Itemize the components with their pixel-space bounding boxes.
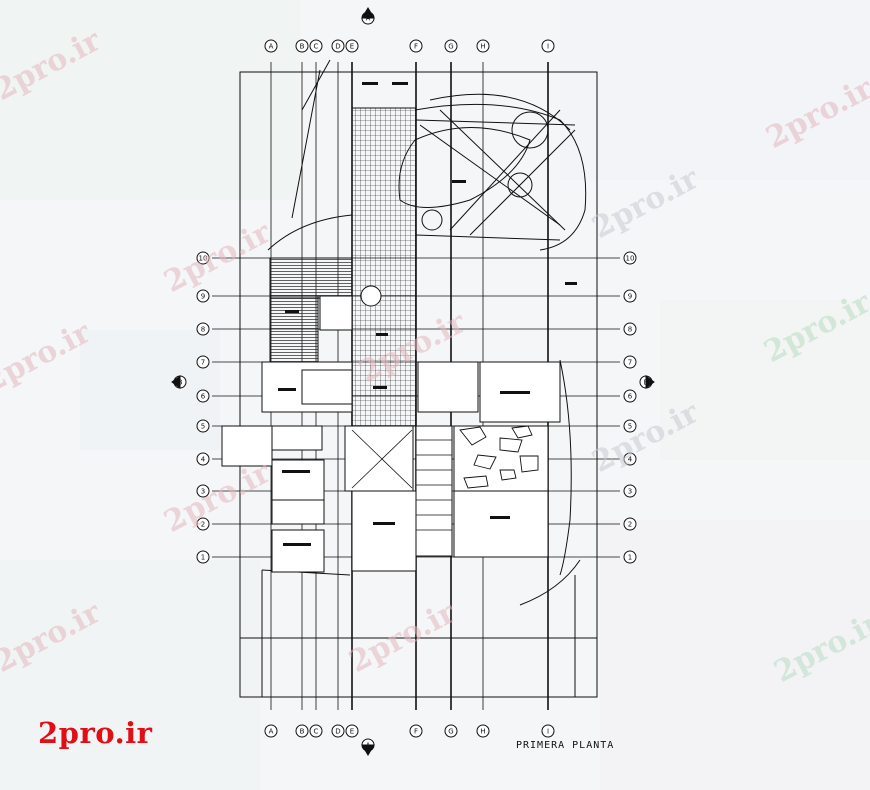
row-label-right: 6 bbox=[628, 393, 633, 401]
column-label-bottom: E bbox=[350, 728, 354, 736]
column-label-bottom: C bbox=[314, 728, 319, 736]
column-label-top: D bbox=[335, 43, 340, 51]
column-label-top: A bbox=[269, 43, 274, 51]
garden-stones bbox=[459, 425, 539, 489]
column-markers-bottom bbox=[264, 724, 555, 738]
upper-curved-structure bbox=[267, 59, 587, 251]
column-label-top: E bbox=[350, 43, 354, 51]
stair-block-lower bbox=[269, 295, 319, 363]
row-label-left: 5 bbox=[201, 423, 205, 431]
row-label-left: 6 bbox=[201, 393, 206, 401]
stair-block-upper bbox=[269, 257, 353, 299]
row-label-right: 1 bbox=[628, 554, 632, 562]
row-label-right: 8 bbox=[628, 326, 632, 334]
column-label-top: H bbox=[480, 43, 485, 51]
section-marker-b-right bbox=[639, 375, 655, 389]
column-label-top: I bbox=[547, 43, 549, 51]
central-hatched-core bbox=[351, 107, 417, 427]
column-label-top: C bbox=[314, 43, 319, 51]
row-label-left: 7 bbox=[201, 359, 205, 367]
column-label-bottom: I bbox=[547, 728, 549, 736]
row-markers-right bbox=[623, 251, 637, 564]
column-label-bottom: D bbox=[335, 728, 340, 736]
column-label-top: F bbox=[414, 43, 418, 51]
row-label-left: 9 bbox=[201, 293, 205, 301]
row-label-left: 2 bbox=[201, 521, 205, 529]
section-marker-a-bottom bbox=[361, 738, 375, 756]
row-label-left: 3 bbox=[201, 488, 205, 496]
column-label-bottom: A bbox=[269, 728, 274, 736]
void-cross bbox=[351, 429, 413, 489]
stair-treads bbox=[416, 439, 452, 531]
column-label-bottom: F bbox=[414, 728, 418, 736]
row-label-right: 2 bbox=[628, 521, 632, 529]
section-label-a: A bbox=[366, 742, 371, 750]
row-label-right: 7 bbox=[628, 359, 632, 367]
column-label-top: B bbox=[300, 43, 305, 51]
row-label-right: 5 bbox=[628, 423, 632, 431]
row-label-left: 4 bbox=[201, 456, 206, 464]
column-label-bottom: B bbox=[300, 728, 305, 736]
row-markers-left bbox=[196, 251, 210, 564]
row-label-right: 4 bbox=[628, 456, 633, 464]
core-opening bbox=[360, 285, 382, 307]
site-logo: 2pro.ir bbox=[38, 716, 153, 750]
column-label-bottom: G bbox=[448, 728, 453, 736]
section-marker-b-left bbox=[171, 375, 187, 389]
column-label-bottom: H bbox=[480, 728, 485, 736]
row-label-left: 8 bbox=[201, 326, 205, 334]
section-marker-a-top bbox=[361, 7, 375, 25]
section-label-b: B bbox=[178, 379, 183, 387]
drawing-title: PRIMERA PLANTA bbox=[516, 740, 615, 751]
column-label-top: G bbox=[448, 43, 453, 51]
row-label-right: 10 bbox=[626, 255, 635, 263]
section-label-a: A bbox=[366, 15, 371, 23]
row-label-left: 1 bbox=[201, 554, 205, 562]
row-label-right: 9 bbox=[628, 293, 632, 301]
section-label-b: B bbox=[644, 379, 649, 387]
right-curved-wall bbox=[559, 359, 572, 576]
row-label-left: 10 bbox=[199, 255, 208, 263]
room-tags bbox=[278, 82, 577, 546]
column-markers-top bbox=[264, 39, 555, 53]
row-label-right: 3 bbox=[628, 488, 632, 496]
